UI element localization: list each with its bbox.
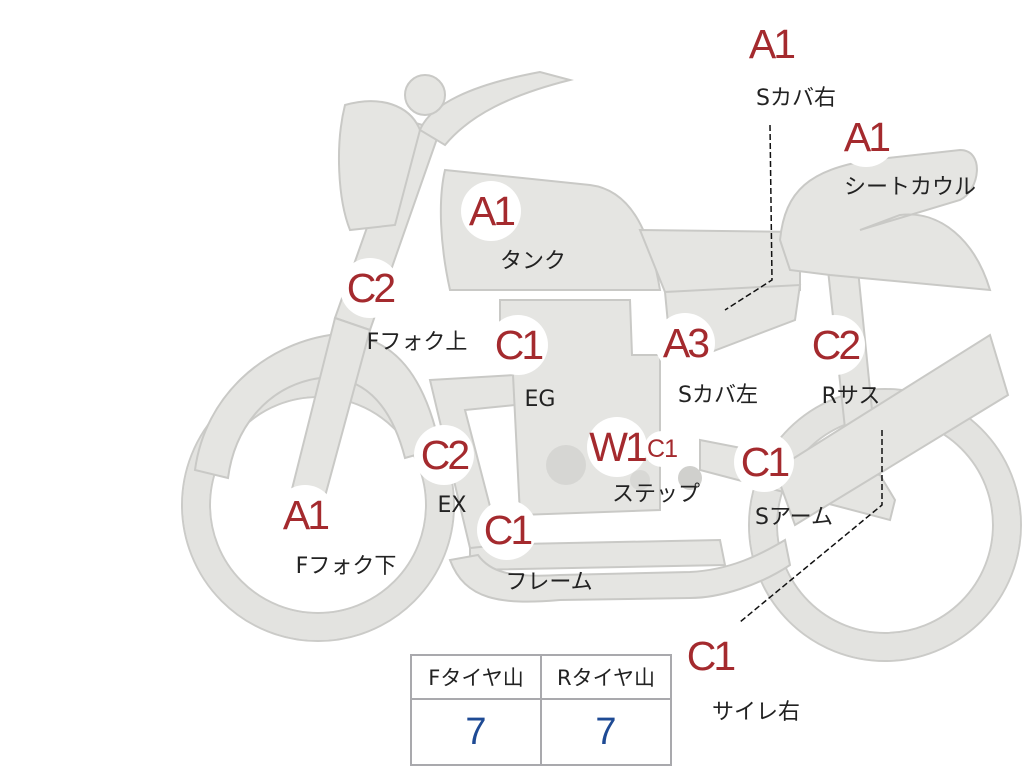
label-seat-cowl: シートカウル [843,175,977,200]
grade-badge-swing-arm: C1 [734,432,794,492]
engine-cover [546,445,586,485]
front-tire-header: Fタイヤ山 [410,654,542,700]
grade-badge-step-secondary: C1 [644,431,680,467]
label-front-fork-lower: Fフォク下 [295,554,397,579]
seat-cowl [778,148,992,292]
rear-wheel-outline [748,388,1022,662]
label-s-cover-left: Sカバ左 [678,383,758,408]
grade-badge-step: W1 [587,417,648,477]
tire-table-header-row: Fタイヤ山 Rタイヤ山 [410,654,672,700]
rear-tire-header: Rタイヤ山 [540,654,672,700]
label-frame: フレーム [505,570,593,595]
grade-badge-front-fork-upper: C2 [340,258,400,318]
label-rear-suspension: Rサス [821,384,881,409]
grade-badge-tank: A1 [461,181,521,241]
grade-badge-engine: C1 [488,315,548,375]
label-engine: EG [524,387,556,412]
grade-badge-s-cover-right: A1 [741,14,801,74]
grade-badge-exhaust: C2 [414,425,474,485]
grade-badge-seat-cowl: A1 [836,107,896,167]
fork-cap [404,74,446,116]
grade-badge-frame: C1 [477,500,537,560]
label-s-cover-right: Sカバ右 [756,86,836,111]
grade-badge-rear-suspension: C2 [805,315,865,375]
grade-badge-s-cover-left: A3 [655,313,715,373]
label-front-fork-upper: Fフォク上 [366,330,468,355]
step-peg [678,466,702,490]
step-peg-2 [630,470,650,490]
leader-line-silencer-right [739,430,883,623]
front-tire-value: 7 [410,698,542,766]
label-swing-arm: Sアーム [755,505,833,530]
tire-tread-table: Fタイヤ山 Rタイヤ山 7 7 [410,654,672,766]
label-silencer-right: サイレ右 [711,700,801,725]
grade-badge-front-fork-lower: A1 [275,485,335,545]
side-cover [638,228,801,294]
label-exhaust: EX [437,493,467,518]
label-step: ステップ [611,482,701,507]
leader-line-s-cover-right [724,124,773,311]
label-tank: タンク [499,249,567,274]
tire-table-value-row: 7 7 [410,698,672,766]
frame-bottom [448,538,792,603]
silencer [773,333,1010,527]
grade-badge-silencer-right: C1 [680,626,740,686]
rear-tire-value: 7 [540,698,672,766]
handlebar [418,70,574,147]
headlight [337,100,422,232]
